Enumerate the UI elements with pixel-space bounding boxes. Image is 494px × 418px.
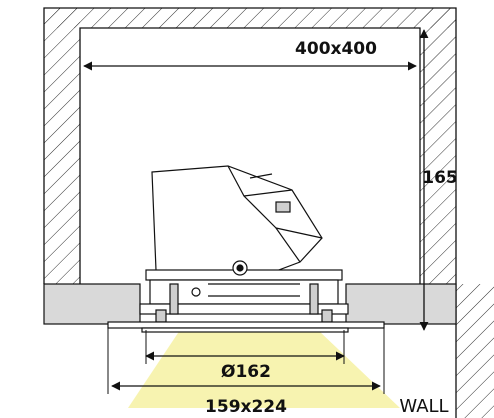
- beam-diameter-label: Ø162: [221, 362, 271, 382]
- height-label: 165: [422, 168, 458, 188]
- driver-housing: [151, 165, 323, 275]
- wall-label: WALL: [399, 396, 448, 417]
- left-ceiling-panel: [43, 283, 141, 325]
- side-wall-hatch: [456, 284, 494, 418]
- top-wall-hatch: [44, 8, 456, 28]
- ceiling-panels: [43, 283, 457, 325]
- left-wall-hatch: [44, 8, 80, 284]
- mounting-frame: [139, 260, 349, 323]
- dimensions: [83, 29, 429, 394]
- outer-wall-outline: [43, 7, 457, 284]
- ceiling-opening-label: 400x400: [295, 39, 377, 59]
- right-ceiling-panel: [345, 283, 457, 325]
- trim-size-label: 159x224: [205, 397, 287, 417]
- trim-ring: [107, 321, 385, 333]
- right-wall-hatch: [420, 8, 456, 284]
- downlight-fixture: [107, 165, 385, 333]
